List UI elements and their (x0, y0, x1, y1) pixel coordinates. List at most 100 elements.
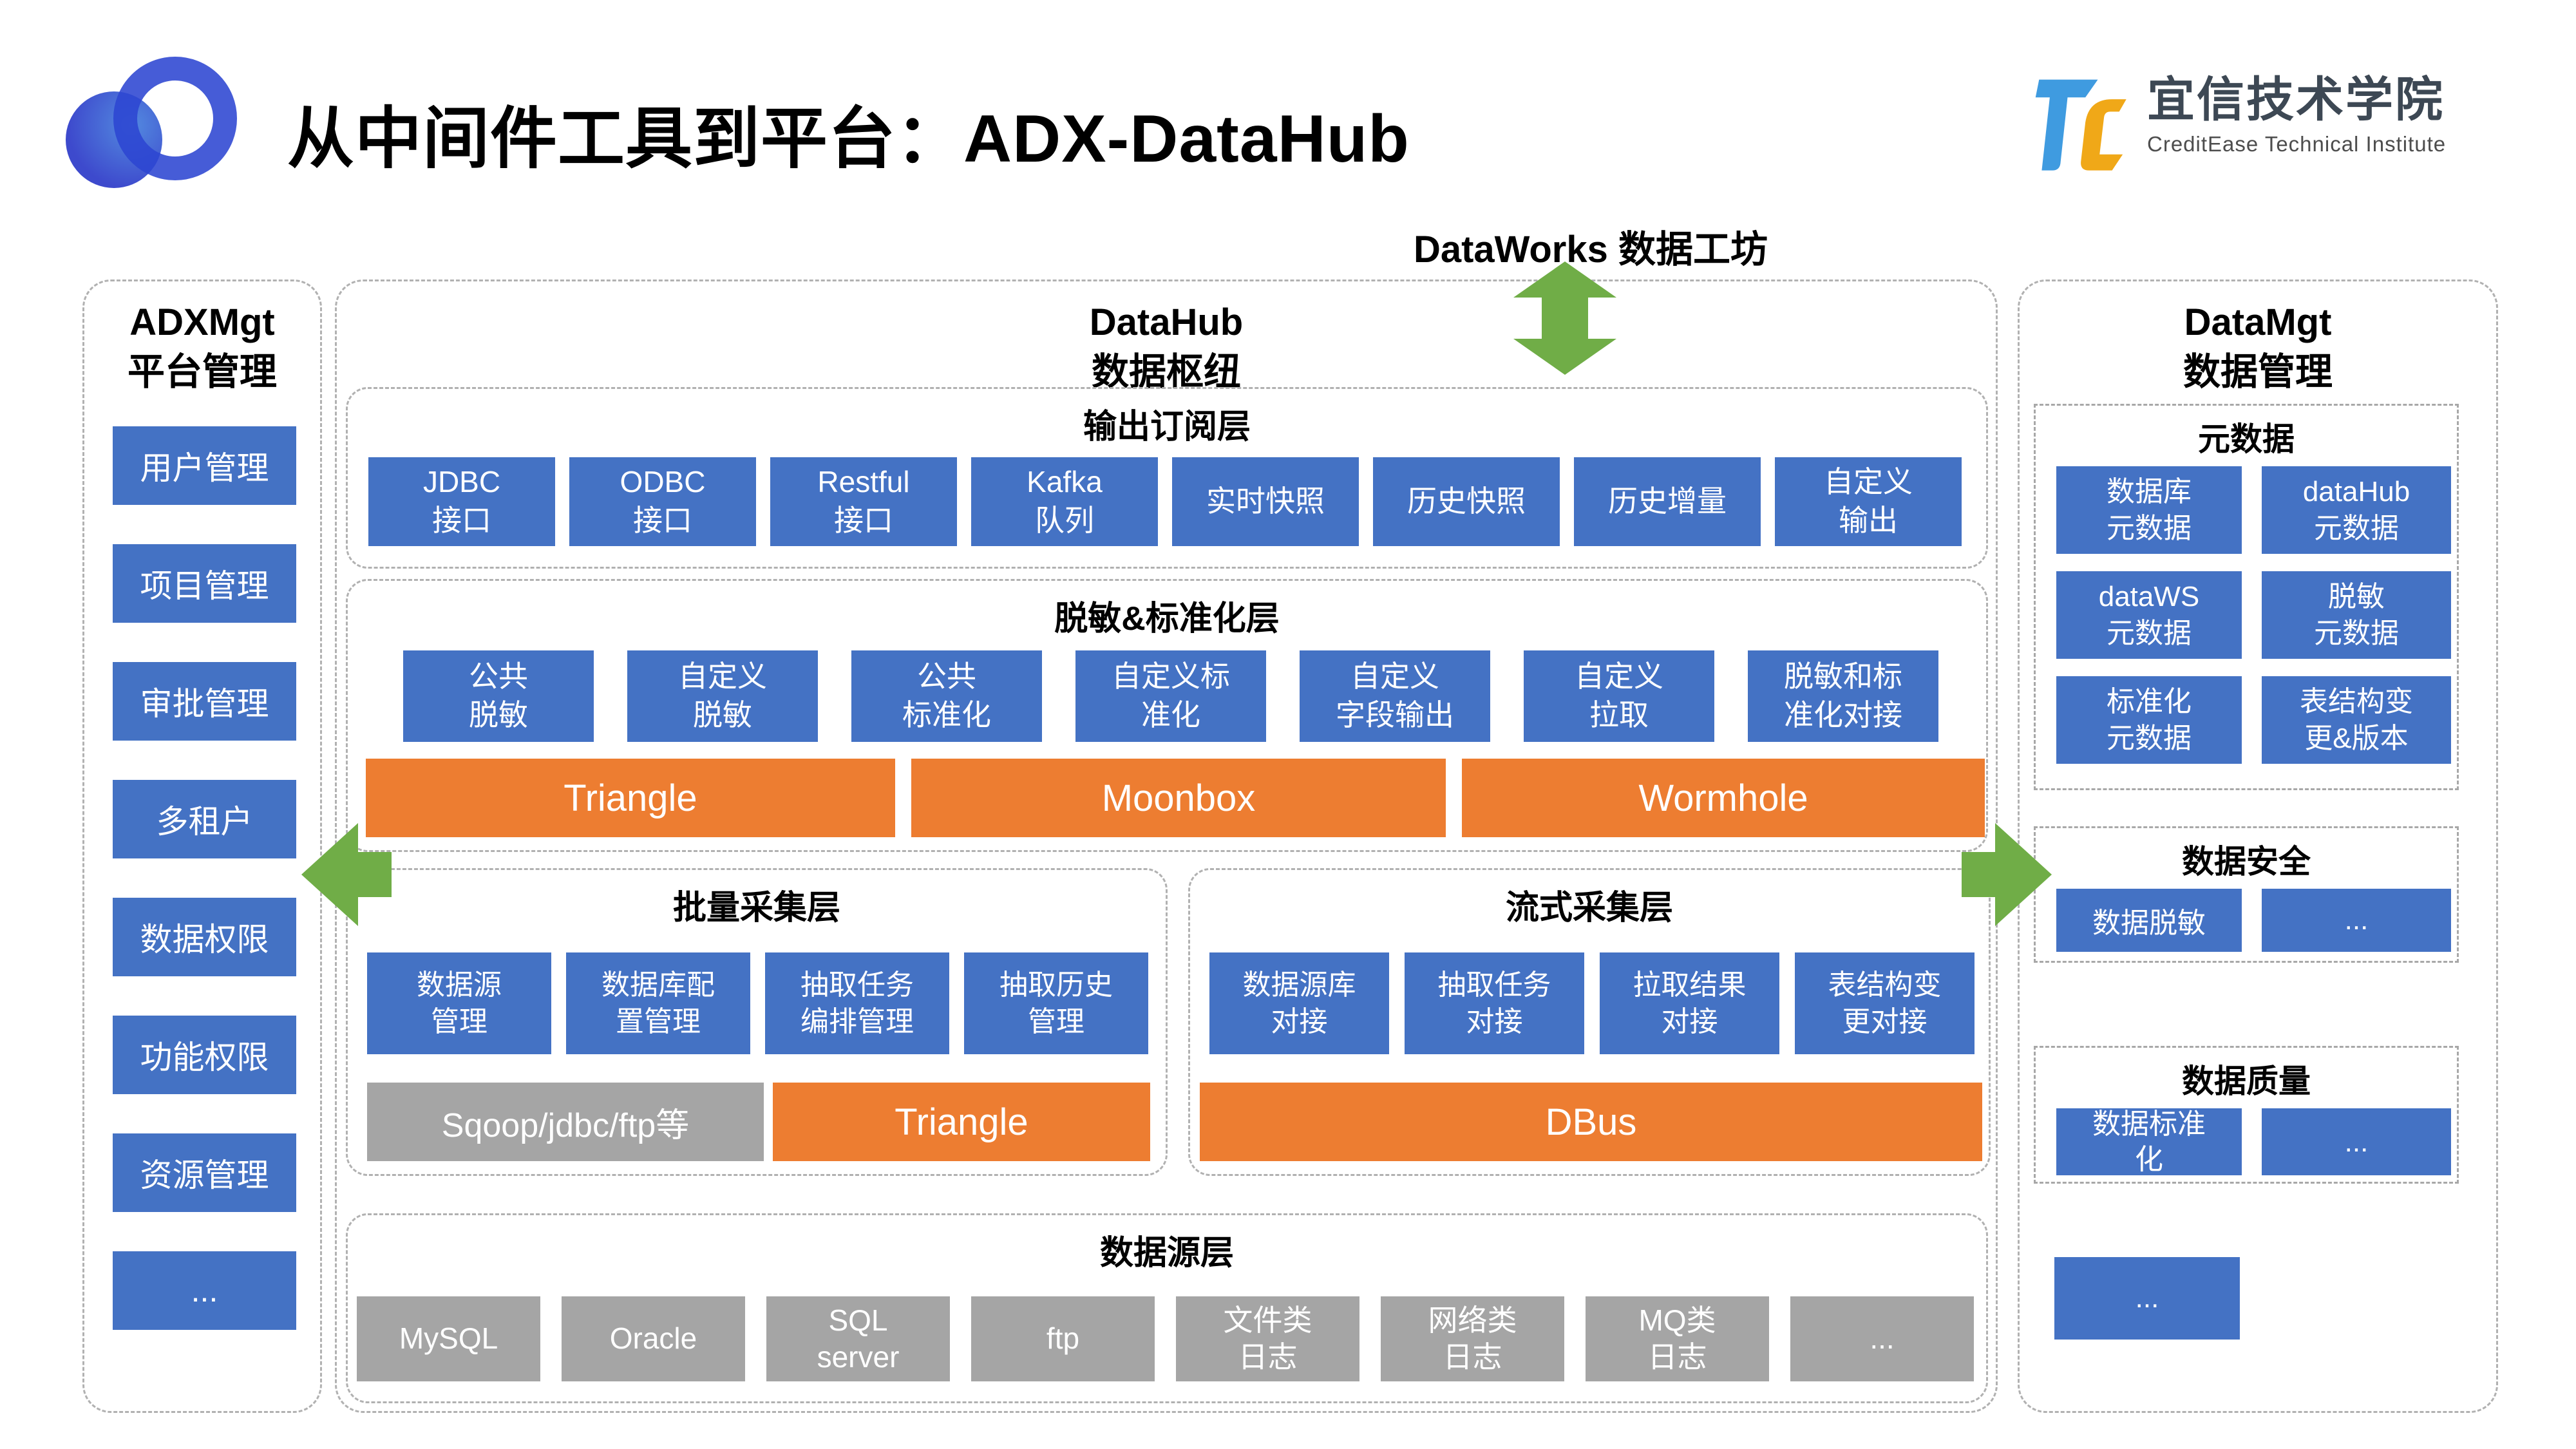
adxmgt-item: 资源管理 (113, 1133, 296, 1212)
datamgt-name: DataMgt (2184, 301, 2332, 343)
component-box: dataHub 元数据 (2262, 466, 2451, 554)
adxmgt-panel: ADXMgt 平台管理 用户管理 项目管理 审批管理 多租户 数据权限 功能权限… (82, 279, 322, 1413)
source-box: MySQL (357, 1296, 540, 1381)
component-box: 脱敏 元数据 (2262, 571, 2451, 659)
dataworks-double-arrow-icon (1513, 261, 1616, 375)
security-boxes: 数据脱敏 ... (2056, 889, 2451, 952)
adxmgt-item: 审批管理 (113, 662, 296, 741)
component-box: 抽取历史 管理 (964, 952, 1148, 1054)
tool-bar: Triangle (366, 759, 895, 837)
component-box: 表结构变 更&版本 (2262, 676, 2451, 764)
batch-collection-layer: 批量采集层 数据源 管理 数据库配 置管理 抽取任务 编排管理 抽取历史 管理 … (346, 868, 1168, 1176)
component-box: ... (2262, 1108, 2451, 1175)
dataworks-label: DataWorks 数据工坊 (1413, 229, 1768, 270)
adxmgt-item: 功能权限 (113, 1016, 296, 1094)
adxmgt-panel-title: ADXMgt 平台管理 (84, 298, 320, 397)
datamgt-panel: DataMgt 数据管理 元数据 数据库 元数据 dataHub 元数据 dat… (2018, 279, 2498, 1413)
source-box: 文件类 日志 (1176, 1296, 1359, 1381)
component-box: JDBC 接口 (368, 457, 555, 546)
tool-bar: DBus (1200, 1083, 1982, 1161)
output-boxes: JDBC 接口 ODBC 接口 Restful 接口 Kafka 队列 实时快照… (368, 457, 1962, 546)
adxmgt-item: ... (113, 1251, 296, 1330)
quality-boxes: 数据标准 化 ... (2056, 1108, 2451, 1175)
component-box: 自定义标 准化 (1075, 650, 1266, 742)
source-box: 网络类 日志 (1381, 1296, 1564, 1381)
component-box: 自定义 拉取 (1524, 650, 1714, 742)
source-box: MQ类 日志 (1586, 1296, 1769, 1381)
batch-tool-bars: Sqoop/jdbc/ftp等 Triangle (367, 1083, 1150, 1161)
component-box: 标准化 元数据 (2056, 676, 2242, 764)
layer-title: 脱敏&标准化层 (1054, 600, 1280, 638)
datahub-panel-title: DataHub 数据枢纽 (337, 298, 1996, 397)
component-box: 抽取任务 编排管理 (765, 952, 949, 1054)
source-box: ... (1790, 1296, 1974, 1381)
masking-standardization-layer: 脱敏&标准化层 公共 脱敏 自定义 脱敏 公共 标准化 自定义标 准化 自定义 … (346, 579, 1988, 852)
component-box: 历史增量 (1574, 457, 1761, 546)
tool-bar: Sqoop/jdbc/ftp等 (367, 1083, 764, 1161)
component-box: 脱敏和标 准化对接 (1748, 650, 1938, 742)
logo-ring-circle (113, 57, 237, 180)
datamgt-subtitle: 数据管理 (2183, 350, 2333, 393)
tool-bar: Wormhole (1462, 759, 1985, 837)
right-flow-arrow-icon (1962, 823, 2052, 926)
tc-logo-icon (2035, 79, 2126, 171)
component-box: 自定义 字段输出 (1300, 650, 1490, 742)
masking-tool-bars: Triangle Moonbox Wormhole (366, 759, 1985, 837)
section-title: 数据安全 (2182, 844, 2311, 880)
component-box: 数据脱敏 (2056, 889, 2242, 952)
brand-name-en: CreditEase Technical Institute (2147, 132, 2447, 156)
left-flow-arrow-icon (301, 823, 392, 926)
datamgt-panel-title: DataMgt 数据管理 (2020, 298, 2496, 397)
output-subscription-layer: 输出订阅层 JDBC 接口 ODBC 接口 Restful 接口 Kafka 队… (346, 387, 1988, 569)
brand: 宜信技术学院 CreditEase Technical Institute (2034, 72, 2446, 173)
component-box: 自定义 脱敏 (627, 650, 818, 742)
component-box: 数据库 元数据 (2056, 466, 2242, 554)
brand-name-cn: 宜信技术学院 (2147, 73, 2445, 126)
section-title: 元数据 (2198, 421, 2295, 457)
component-box: dataWS 元数据 (2056, 571, 2242, 659)
metadata-boxes: 数据库 元数据 dataHub 元数据 dataWS 元数据 脱敏 元数据 标准… (2056, 466, 2451, 764)
adxmgt-item: 项目管理 (113, 544, 296, 623)
datahub-panel: DataHub 数据枢纽 输出订阅层 JDBC 接口 ODBC 接口 Restf… (335, 279, 1998, 1413)
component-box: 数据库配 置管理 (566, 952, 750, 1054)
adxmgt-item: 数据权限 (113, 898, 296, 976)
section-title: 数据质量 (2182, 1063, 2311, 1099)
layer-title: 批量采集层 (672, 889, 840, 927)
adxmgt-items: 用户管理 项目管理 审批管理 多租户 数据权限 功能权限 资源管理 ... (113, 426, 296, 1330)
more-box: ... (2054, 1257, 2240, 1340)
masking-boxes: 公共 脱敏 自定义 脱敏 公共 标准化 自定义标 准化 自定义 字段输出 自定义… (403, 650, 1938, 742)
adxmgt-subtitle: 平台管理 (127, 350, 277, 393)
page-title: 从中间件工具到平台：ADX-DataHub (287, 102, 1410, 176)
data-quality-section: 数据质量 数据标准 化 ... (2034, 1046, 2459, 1184)
component-box: ODBC 接口 (569, 457, 756, 546)
data-security-section: 数据安全 数据脱敏 ... (2034, 826, 2459, 963)
adxmgt-item: 多租户 (113, 780, 296, 858)
tool-bar: Moonbox (911, 759, 1446, 837)
component-box: 自定义 输出 (1775, 457, 1962, 546)
adxmgt-name: ADXMgt (129, 301, 275, 343)
batch-boxes: 数据源 管理 数据库配 置管理 抽取任务 编排管理 抽取历史 管理 (367, 952, 1148, 1054)
layer-title: 流式采集层 (1505, 889, 1673, 927)
component-box: 抽取任务 对接 (1405, 952, 1584, 1054)
component-box: Kafka 队列 (971, 457, 1158, 546)
component-box: 数据源 管理 (367, 952, 551, 1054)
stream-collection-layer: 流式采集层 数据源库 对接 抽取任务 对接 拉取结果 对接 表结构变 更对接 D… (1188, 868, 1991, 1176)
component-box: 历史快照 (1373, 457, 1560, 546)
component-box: ... (2262, 889, 2451, 952)
component-box: 表结构变 更对接 (1795, 952, 1975, 1054)
adxmgt-item: 用户管理 (113, 426, 296, 505)
metadata-section: 元数据 数据库 元数据 dataHub 元数据 dataWS 元数据 脱敏 元数… (2034, 404, 2459, 790)
component-box: 数据源库 对接 (1209, 952, 1389, 1054)
component-box: 公共 脱敏 (403, 650, 594, 742)
datahub-subtitle: 数据枢纽 (1091, 350, 1241, 393)
component-box: 公共 标准化 (851, 650, 1042, 742)
datahub-name: DataHub (1089, 301, 1244, 343)
source-boxes: MySQL Oracle SQL server ftp 文件类 日志 网络类 日… (357, 1296, 1974, 1381)
stream-boxes: 数据源库 对接 抽取任务 对接 拉取结果 对接 表结构变 更对接 (1209, 952, 1975, 1054)
source-box: ftp (971, 1296, 1155, 1381)
component-box: 拉取结果 对接 (1600, 952, 1779, 1054)
layer-title: 数据源层 (1099, 1235, 1234, 1272)
component-box: 实时快照 (1172, 457, 1359, 546)
tool-bar: Triangle (773, 1083, 1150, 1161)
layer-title: 输出订阅层 (1083, 408, 1251, 446)
